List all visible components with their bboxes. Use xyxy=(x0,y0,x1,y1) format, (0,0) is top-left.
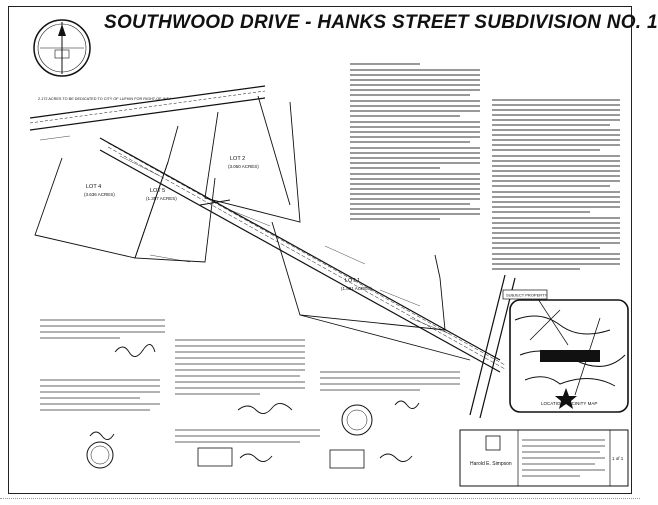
north-arrow-seal-icon xyxy=(33,19,91,77)
road-hanks-street xyxy=(99,137,506,373)
drawing-sheet-border xyxy=(8,6,632,494)
road-southwood-drive xyxy=(29,85,266,131)
lot-5-label: LOT 5 xyxy=(150,188,165,194)
lot-2-label: LOT 2 xyxy=(230,156,245,162)
plat-title: SOUTHWOOD DRIVE - HANKS STREET SUBDIVISI… xyxy=(104,12,658,33)
lot-boundary-lines xyxy=(34,95,471,361)
lot-4-label: LOT 4 xyxy=(86,184,101,190)
surveyor-title-block: Harold E. Simpson 1 of 1 xyxy=(459,429,629,487)
page-edge-rule xyxy=(0,498,640,499)
lot-4-acres: (3.636 ACRES) xyxy=(84,192,115,197)
certificate-text-blocks xyxy=(40,319,460,443)
seal-stamps xyxy=(86,404,373,469)
lot-5-acres: (1.357 ACRES) xyxy=(146,196,177,201)
lot-2-acres: (3.050 ACRES) xyxy=(228,164,259,169)
lot-1-label: LOT 1 xyxy=(345,278,360,284)
signatures xyxy=(89,344,420,462)
plat-drawing: LOT 4 (3.636 ACRES) LOT 5 (1.357 ACRES) … xyxy=(29,19,629,487)
lot-1-acres: (1.881 ACRES) xyxy=(341,286,372,291)
dimension-labels xyxy=(39,135,451,335)
sheet-number: 1 of 1 xyxy=(612,456,624,461)
road-east-boundary xyxy=(469,274,516,419)
surveyor-firm-name: Harold E. Simpson xyxy=(470,461,512,467)
location-vicinity-map: LOCATION / VICINITY MAP xyxy=(509,299,629,413)
subject-property-label: SUBJECT PROPERTY xyxy=(506,293,548,298)
vicinity-map-label: LOCATION / VICINITY MAP xyxy=(541,401,597,406)
plat-notes-text-block xyxy=(350,63,620,270)
subject-property-callout: SUBJECT PROPERTY xyxy=(502,289,569,346)
row-dedication-note: 2.172 ACRES TO BE DEDICATED TO CITY OF L… xyxy=(38,97,171,101)
